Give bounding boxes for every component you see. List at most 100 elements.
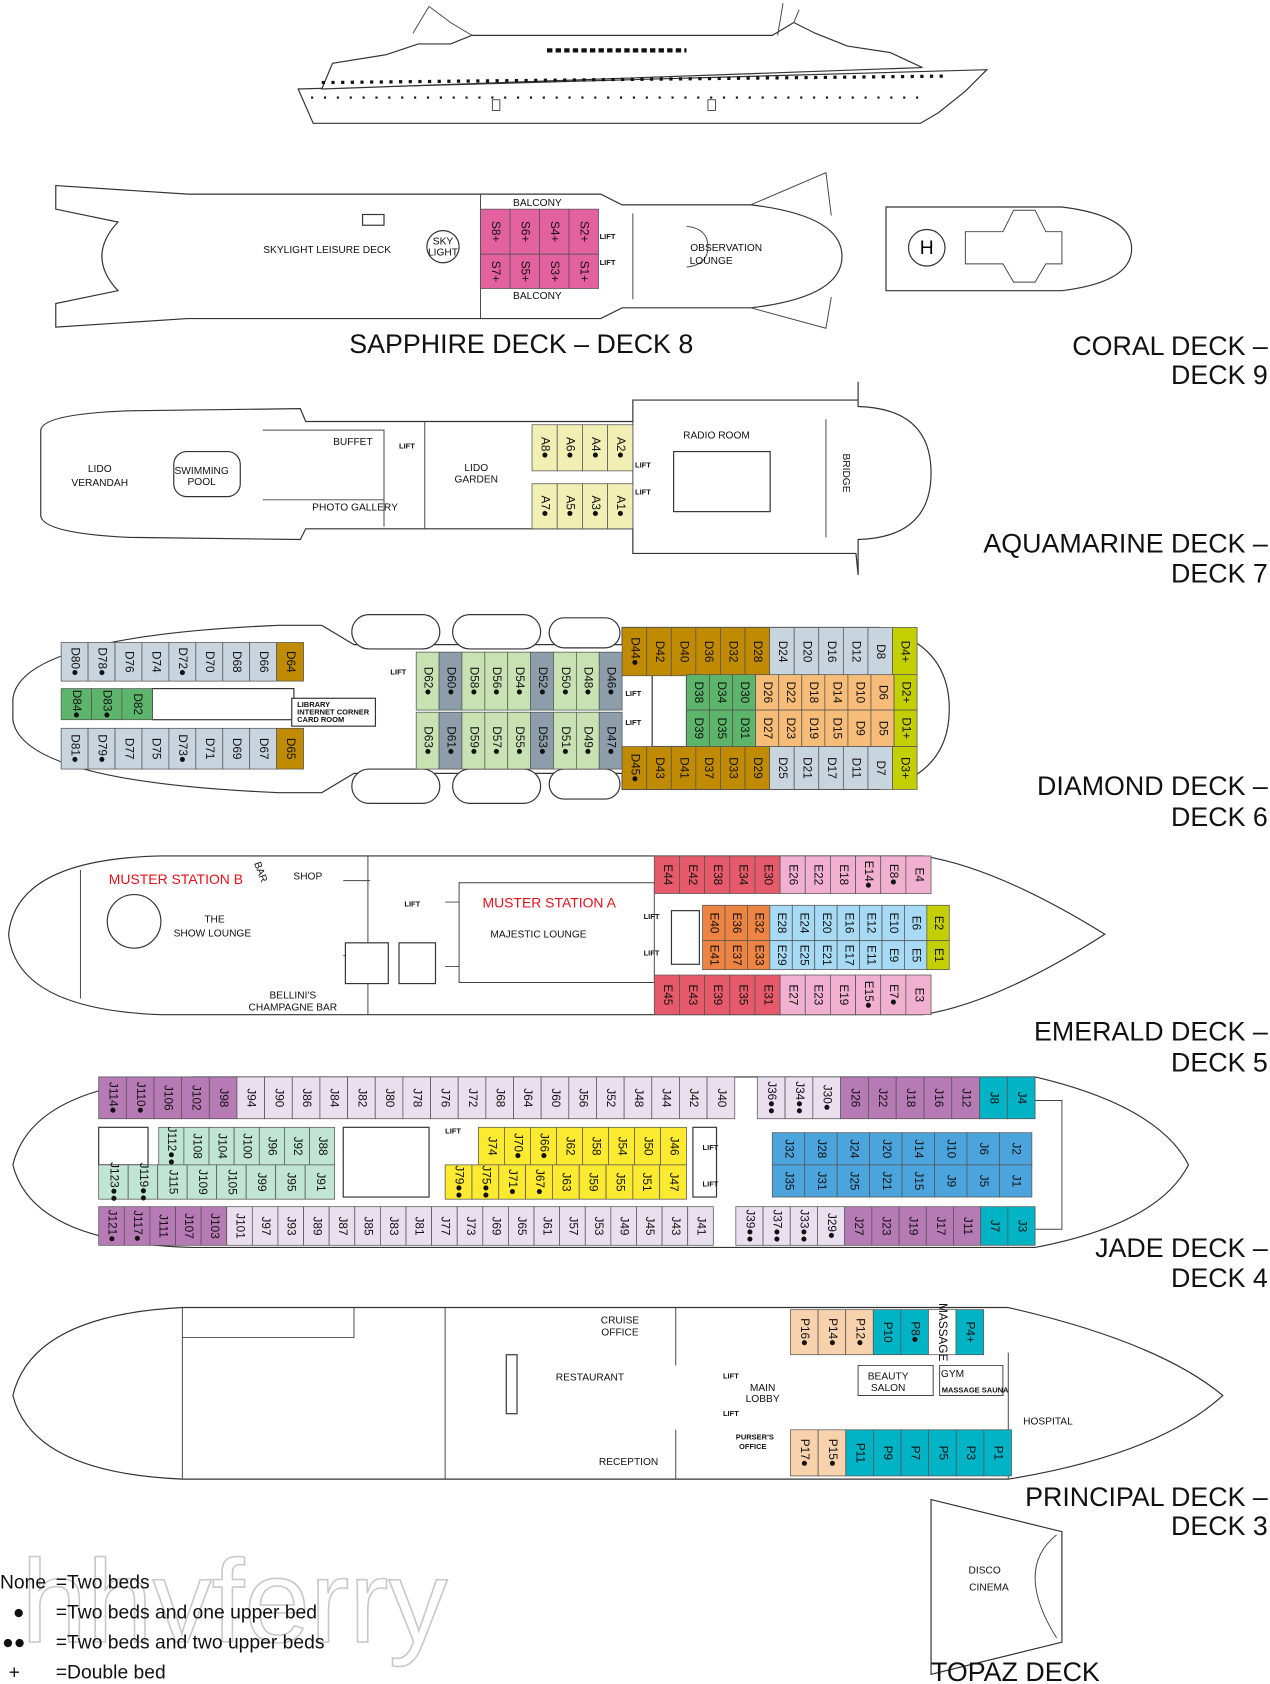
cabin-j70[interactable]: J70● (504, 1126, 531, 1166)
cabin-j85[interactable]: J85 (354, 1206, 381, 1246)
cabin-a8[interactable]: A8● (531, 424, 558, 472)
cabin-d35[interactable]: D35 (709, 709, 733, 747)
cabin-p10[interactable]: P10 (872, 1309, 902, 1356)
cabin-e19[interactable]: E19 (830, 974, 856, 1016)
cabin-j90[interactable]: J90 (264, 1076, 293, 1120)
cabin-j14[interactable]: J14 (901, 1132, 935, 1166)
cabin-j77[interactable]: J77 (431, 1206, 458, 1246)
cabin-p8[interactable]: P8● (900, 1309, 929, 1356)
cabin-a5[interactable]: A5● (556, 483, 583, 530)
cabin-e18[interactable]: E18 (830, 855, 856, 894)
cabin-d55[interactable]: D55● (507, 711, 531, 770)
cabin-d68[interactable]: D68 (222, 642, 251, 682)
cabin-d62[interactable]: D62● (415, 651, 440, 711)
cabin-j101[interactable]: J101 (226, 1206, 253, 1246)
cabin-e7[interactable]: E7● (880, 974, 907, 1016)
cabin-d74[interactable]: D74 (141, 642, 170, 682)
cabin-e31[interactable]: E31 (754, 974, 781, 1016)
cabin-e16[interactable]: E16 (836, 904, 860, 942)
cabin-d8[interactable]: D8 (867, 627, 893, 677)
cabin-j72[interactable]: J72 (457, 1076, 487, 1120)
cabin-e6[interactable]: E6 (904, 904, 928, 942)
cabin-j11[interactable]: J11 (953, 1206, 982, 1246)
cabin-e28[interactable]: E28 (769, 904, 793, 942)
cabin-j110[interactable]: J110● (125, 1076, 155, 1120)
cabin-e44[interactable]: E44 (653, 855, 680, 894)
cabin-j76[interactable]: J76 (430, 1076, 459, 1120)
cabin-p5[interactable]: P5 (928, 1429, 957, 1477)
cabin-p9[interactable]: P9 (873, 1429, 902, 1477)
cabin-d9[interactable]: D9 (847, 709, 872, 747)
cabin-j29[interactable]: J29● (817, 1206, 846, 1246)
cabin-d32[interactable]: D32 (720, 627, 746, 677)
cabin-d3[interactable]: D3+ (892, 746, 918, 790)
cabin-j105[interactable]: J105 (216, 1164, 247, 1200)
cabin-e30[interactable]: E30 (754, 855, 781, 894)
cabin-e2[interactable]: E2 (926, 904, 950, 942)
cabin-e10[interactable]: E10 (881, 904, 905, 942)
cabin-j8[interactable]: J8 (979, 1076, 1008, 1120)
cabin-j21[interactable]: J21 (869, 1164, 903, 1198)
cabin-p15[interactable]: P15● (817, 1429, 847, 1477)
cabin-d79[interactable]: D79● (87, 727, 116, 770)
cabin-d65[interactable]: D65 (276, 727, 304, 770)
cabin-d28[interactable]: D28 (744, 627, 770, 677)
cabin-j63[interactable]: J63 (552, 1164, 580, 1200)
cabin-d57[interactable]: D57● (484, 711, 509, 770)
cabin-d15[interactable]: D15 (824, 709, 849, 747)
cabin-d23[interactable]: D23 (778, 709, 803, 747)
cabin-a2[interactable]: A2● (607, 424, 634, 472)
cabin-d45[interactable]: D45● (621, 746, 648, 790)
cabin-d70[interactable]: D70 (195, 642, 224, 682)
cabin-s8[interactable]: S8+ (480, 208, 511, 255)
cabin-j108[interactable]: J108 (183, 1126, 210, 1166)
cabin-j26[interactable]: J26 (840, 1076, 869, 1120)
cabin-j39[interactable]: J39●● (735, 1206, 764, 1246)
cabin-d12[interactable]: D12 (842, 627, 869, 677)
cabin-d10[interactable]: D10 (847, 674, 872, 711)
cabin-e38[interactable]: E38 (704, 855, 731, 894)
cabin-e35[interactable]: E35 (729, 974, 756, 1016)
cabin-j59[interactable]: J59 (578, 1164, 607, 1200)
cabin-j43[interactable]: J43 (661, 1206, 689, 1246)
cabin-e33[interactable]: E33 (747, 940, 771, 971)
cabin-d7[interactable]: D7 (867, 746, 893, 790)
cabin-j55[interactable]: J55 (605, 1164, 634, 1200)
cabin-j95[interactable]: J95 (275, 1164, 306, 1200)
cabin-j65[interactable]: J65 (508, 1206, 535, 1246)
cabin-j41[interactable]: J41 (687, 1206, 714, 1246)
cabin-e22[interactable]: E22 (804, 855, 831, 894)
cabin-j37[interactable]: J37●● (762, 1206, 791, 1246)
cabin-p4[interactable]: P4+ (955, 1309, 984, 1356)
cabin-d73[interactable]: D73● (168, 727, 197, 770)
cabin-j75[interactable]: J75●● (471, 1164, 500, 1200)
cabin-j31[interactable]: J31 (804, 1164, 838, 1198)
cabin-e34[interactable]: E34 (729, 855, 756, 894)
cabin-d22[interactable]: D22 (778, 674, 803, 711)
cabin-j121[interactable]: J121● (98, 1206, 125, 1246)
cabin-d33[interactable]: D33 (720, 746, 746, 790)
cabin-j93[interactable]: J93 (277, 1206, 304, 1246)
cabin-j32[interactable]: J32 (771, 1132, 806, 1166)
cabin-j46[interactable]: J46 (660, 1126, 687, 1166)
cabin-e5[interactable]: E5 (904, 940, 928, 971)
cabin-j27[interactable]: J27 (844, 1206, 873, 1246)
cabin-e14[interactable]: E14● (855, 855, 882, 894)
cabin-d50[interactable]: D50● (553, 651, 577, 711)
cabin-d46[interactable]: D46● (598, 651, 623, 711)
cabin-j73[interactable]: J73 (456, 1206, 484, 1246)
cabin-e27[interactable]: E27 (779, 974, 806, 1016)
cabin-j24[interactable]: J24 (836, 1132, 871, 1166)
cabin-d40[interactable]: D40 (670, 627, 697, 677)
cabin-j66[interactable]: J66● (530, 1126, 557, 1166)
cabin-p3[interactable]: P3 (955, 1429, 985, 1477)
cabin-d25[interactable]: D25 (769, 746, 795, 790)
cabin-d34[interactable]: D34 (709, 674, 733, 711)
cabin-d43[interactable]: D43 (646, 746, 672, 790)
cabin-p17[interactable]: P17● (790, 1429, 819, 1477)
massage-room[interactable]: MASSAGE (928, 1303, 957, 1361)
cabin-d61[interactable]: D61● (438, 711, 463, 770)
cabin-j49[interactable]: J49 (610, 1206, 637, 1246)
cabin-d30[interactable]: D30 (732, 674, 757, 711)
cabin-j52[interactable]: J52 (596, 1076, 625, 1120)
